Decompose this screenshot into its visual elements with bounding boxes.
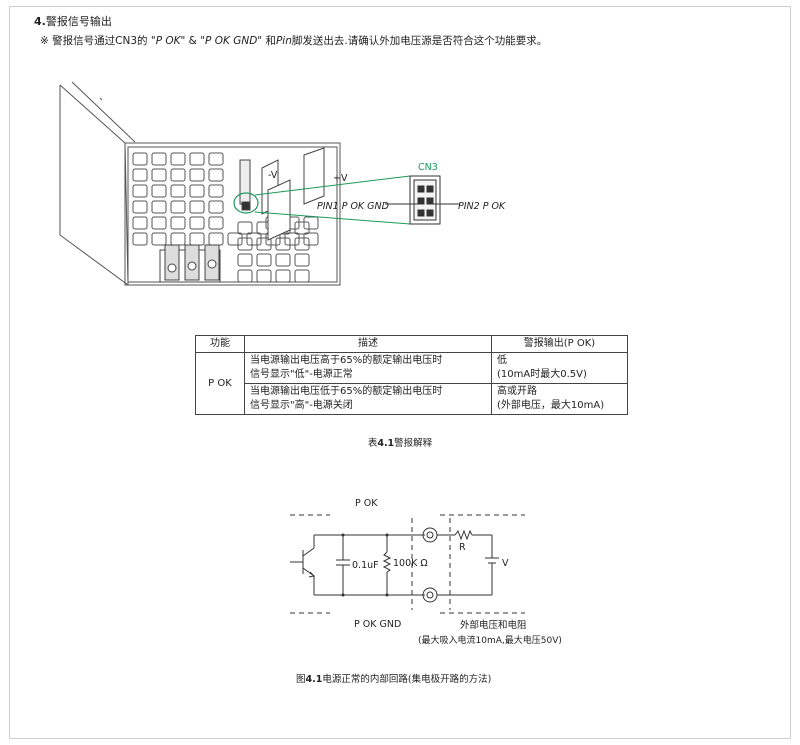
vent-hole xyxy=(189,184,205,198)
pok-terminal-label: P OK xyxy=(355,498,378,509)
vent-hole xyxy=(237,221,253,235)
vent-hole xyxy=(189,168,205,182)
vent-hole xyxy=(237,237,253,251)
vent-hole xyxy=(237,269,253,283)
table-cell-output: 低(10mA时最大0.5V) xyxy=(491,352,628,384)
vent-hole xyxy=(256,253,272,267)
external-limits-label: (最大吸入电流10mA,最大电压50V) xyxy=(418,634,562,646)
vent-hole xyxy=(132,168,148,182)
r-label: R xyxy=(459,542,466,553)
vent-hole xyxy=(132,184,148,198)
vent-hole xyxy=(151,216,167,230)
table-row: 当电源输出电压低于65%的额定输出电压时信号显示"高"-电源关闭 高或开路(外部… xyxy=(196,383,628,415)
table-cell-function: P OK xyxy=(195,352,245,415)
vent-hole xyxy=(151,200,167,214)
pokgnd-terminal-label: P OK GND xyxy=(354,619,401,630)
note-text: ※ 警报信号通过CN3的 "P OK" & "P OK GND" 和Pin脚发送… xyxy=(40,35,548,47)
vent-hole xyxy=(294,253,310,267)
table-header: 描述 xyxy=(244,335,492,353)
cn3-label: CN3 xyxy=(418,162,438,173)
vent-hole xyxy=(294,237,310,251)
vent-hole xyxy=(256,269,272,283)
pin2-label: PIN2 P OK xyxy=(458,201,506,212)
vent-hole xyxy=(275,237,291,251)
vent-hole xyxy=(294,221,310,235)
table-cell-description: 当电源输出电压低于65%的额定输出电压时信号显示"高"-电源关闭 xyxy=(244,383,492,415)
cn3-location-marker xyxy=(233,192,259,214)
table-caption: 表4.1警报解释 xyxy=(367,438,433,449)
table-row: P OK 当电源输出电压高于65%的额定输出电压时信号显示"低"-电源正常 低(… xyxy=(195,352,628,415)
vent-hole xyxy=(170,232,186,246)
vent-hole xyxy=(170,216,186,230)
power-supply-illustration: CN3 -V +V PIN1 P OK GND PIN2 P OK xyxy=(59,81,506,286)
vent-hole xyxy=(189,232,205,246)
vent-hole xyxy=(132,200,148,214)
vent-hole xyxy=(170,168,186,182)
vent-hole xyxy=(151,184,167,198)
vent-hole xyxy=(237,253,253,267)
table-cell-description: 当电源输出电压高于65%的额定输出电压时信号显示"低"-电源正常 xyxy=(244,352,492,384)
vent-hole xyxy=(151,152,167,166)
table-header-row: 功能 描述 警报输出(P OK) xyxy=(195,335,628,353)
vent-hole xyxy=(275,269,291,283)
vent-hole xyxy=(132,216,148,230)
plus-v-label: +V xyxy=(333,173,348,184)
alarm-table: 功能 描述 警报输出(P OK) P OK 当电源输出电压高于65%的额定输出电… xyxy=(195,335,628,415)
minus-v-label: -V xyxy=(268,170,278,181)
resistor-label: 100K Ω xyxy=(393,558,428,569)
vent-hole xyxy=(208,184,224,198)
vent-hole xyxy=(227,232,243,246)
vent-hole xyxy=(170,184,186,198)
vent-hole xyxy=(208,216,224,230)
circuit-diagram: P OK 0.1uF 100K Ω R V P OK GND 外部电压和电阻 (… xyxy=(290,498,562,646)
vent-hole xyxy=(256,237,272,251)
v-label: V xyxy=(502,558,509,569)
table-header: 功能 xyxy=(195,335,245,353)
vent-hole xyxy=(208,200,224,214)
vent-hole xyxy=(151,232,167,246)
figure-caption: 图4.1电源正常的内部回路(集电极开路的方法) xyxy=(296,674,492,685)
vent-hole xyxy=(132,152,148,166)
pin1-label: PIN1 P OK GND xyxy=(317,201,389,212)
vent-hole xyxy=(275,253,291,267)
vent-hole xyxy=(294,269,310,283)
table-header: 警报输出(P OK) xyxy=(491,335,628,353)
section-title: 4.警报信号输出 xyxy=(34,15,112,28)
vent-hole xyxy=(189,216,205,230)
vent-hole xyxy=(189,152,205,166)
vent-hole xyxy=(151,168,167,182)
vent-hole xyxy=(170,200,186,214)
vent-hole xyxy=(246,232,262,246)
vent-hole xyxy=(208,168,224,182)
page-frame xyxy=(9,6,791,739)
vent-hole xyxy=(170,152,186,166)
capacitor-label: 0.1uF xyxy=(352,560,379,571)
external-label: 外部电压和电阻 xyxy=(460,619,527,631)
vent-hole xyxy=(132,232,148,246)
vent-hole xyxy=(284,232,300,246)
vent-hole xyxy=(208,232,224,246)
vent-hole xyxy=(189,200,205,214)
vent-hole xyxy=(303,232,319,246)
vent-hole xyxy=(303,216,319,230)
cn3-connector xyxy=(409,175,441,225)
vent-hole xyxy=(208,152,224,166)
table-cell-output: 高或开路(外部电压，最大10mA) xyxy=(491,383,628,415)
